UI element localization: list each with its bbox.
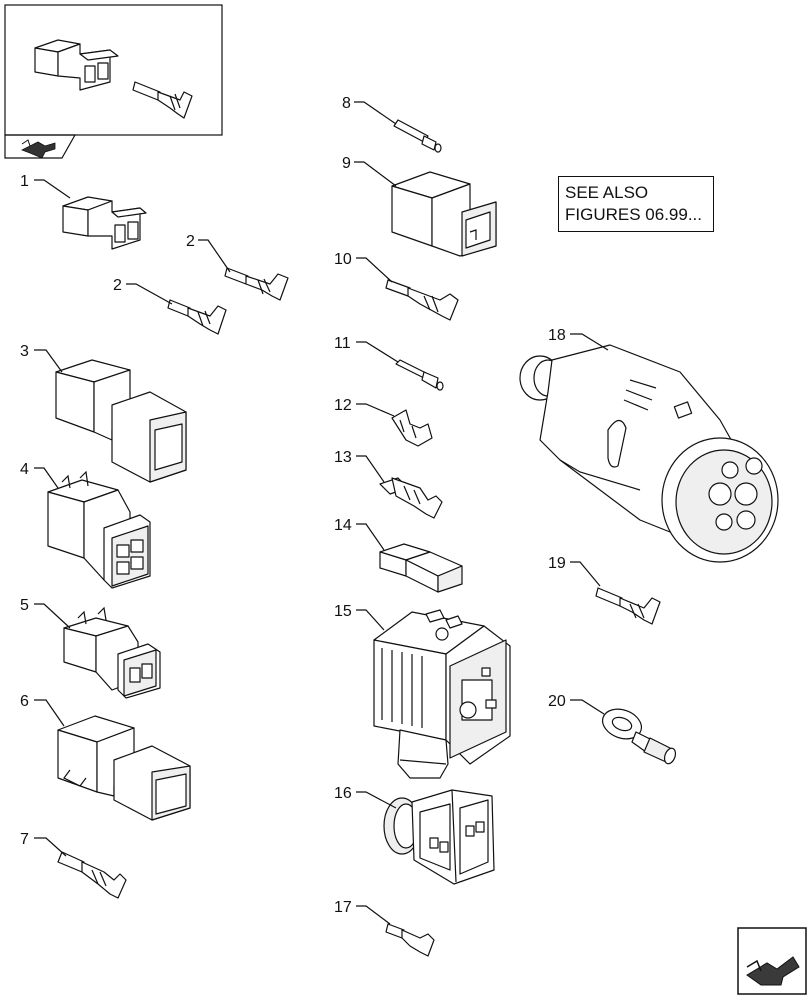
see-also-line-2: FIGURES 06.99... bbox=[565, 205, 702, 224]
callout-2a: 2 bbox=[186, 233, 195, 250]
inset-prev-arrow-icon[interactable] bbox=[21, 139, 56, 159]
part-9-housing bbox=[391, 171, 497, 257]
part-15-solenoid-connector bbox=[373, 609, 511, 779]
part-8-pin bbox=[393, 119, 442, 153]
callout-2b: 2 bbox=[113, 277, 122, 294]
callout-7: 7 bbox=[20, 831, 29, 848]
part-16-connector bbox=[383, 789, 495, 885]
part-11-pin bbox=[395, 359, 444, 391]
callout-3: 3 bbox=[20, 343, 29, 360]
part-12-clip bbox=[391, 409, 433, 447]
leader-lines bbox=[34, 101, 609, 925]
part-18-trailer-plug bbox=[519, 344, 779, 563]
part-17-terminal bbox=[385, 923, 435, 957]
callout-14: 14 bbox=[334, 517, 352, 534]
callout-11: 11 bbox=[334, 335, 351, 352]
callout-20: 20 bbox=[548, 693, 566, 710]
next-page-button[interactable] bbox=[737, 927, 807, 995]
see-also-line-1: SEE ALSO bbox=[565, 183, 649, 202]
callout-17: 17 bbox=[334, 899, 352, 916]
part-2-terminal-lower bbox=[167, 299, 227, 335]
part-14-housing bbox=[379, 543, 463, 593]
part-19-terminal bbox=[595, 587, 661, 625]
callout-5: 5 bbox=[20, 597, 29, 614]
callout-numbers: 1 2 2 3 4 5 6 7 8 9 10 11 12 13 14 15 16… bbox=[20, 95, 566, 916]
part-7-terminal bbox=[57, 851, 127, 899]
callout-10: 10 bbox=[334, 251, 352, 268]
callout-15: 15 bbox=[334, 603, 352, 620]
next-arrow-icon bbox=[737, 927, 807, 995]
part-3-housing bbox=[55, 359, 187, 483]
callout-1: 1 bbox=[20, 173, 29, 190]
callout-9: 9 bbox=[342, 155, 351, 172]
inset-frame bbox=[4, 4, 223, 159]
callout-13: 13 bbox=[334, 449, 352, 466]
callout-6: 6 bbox=[20, 693, 29, 710]
inset-terminal bbox=[132, 81, 193, 119]
inset-housing bbox=[34, 39, 119, 91]
callout-12: 12 bbox=[334, 397, 352, 414]
part-1-housing bbox=[62, 196, 147, 250]
callout-4: 4 bbox=[20, 461, 29, 478]
part-6-housing bbox=[57, 715, 191, 821]
callout-16: 16 bbox=[334, 785, 352, 802]
part-20-ring-terminal bbox=[602, 708, 677, 765]
part-5-housing bbox=[63, 606, 161, 699]
see-also-note: SEE ALSO FIGURES 06.99... bbox=[558, 176, 714, 232]
part-10-terminal bbox=[385, 279, 459, 321]
callout-18: 18 bbox=[548, 327, 566, 344]
part-4-housing bbox=[47, 470, 151, 589]
callout-8: 8 bbox=[342, 95, 351, 112]
callout-19: 19 bbox=[548, 555, 566, 572]
part-2-terminal-upper bbox=[224, 267, 289, 301]
part-13-terminal bbox=[379, 477, 443, 519]
